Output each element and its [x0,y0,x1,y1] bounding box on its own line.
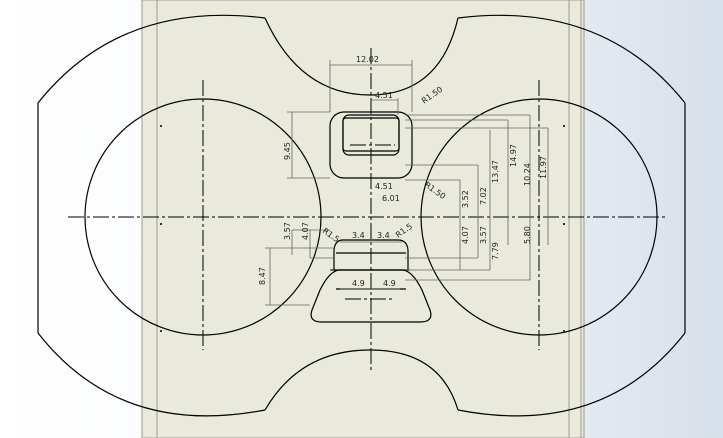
dim-mid-3-4-left: 3.4 [352,231,365,240]
dim-top-height-left: 9.45 [283,142,292,160]
dimension-lines [265,60,549,306]
dim-mid-3-4-right: 3.4 [377,231,390,240]
dim-v-7-02: 7.02 [479,187,488,205]
centerlines [68,48,668,372]
dim-right-7-79: 7.79 [491,242,500,260]
dim-bottom-4-9-right: 4.9 [383,279,396,288]
dim-left-8-47: 8.47 [258,267,267,285]
dim-right-3-57: 3.57 [479,226,488,244]
dim-top-width: 12.02 [356,55,379,64]
dim-top-slot-width: 4.51 [375,91,393,100]
dim-right-4-07: 4.07 [461,226,470,244]
dim-bottom-4-9-left: 4.9 [352,279,365,288]
dim-left-4-07: 4.07 [301,222,310,240]
dim-top-offset: 6.01 [382,194,400,203]
dim-right-5-80: 5.80 [523,226,532,244]
dim-v-14-97: 14.97 [509,144,518,167]
dim-v-11-97: 11.97 [539,156,548,179]
drawing-sheet [141,0,585,438]
sheet-markers [160,125,565,332]
dim-top-slot-width-bottom: 4.51 [375,182,393,191]
dim-v-13-47: 13.47 [491,160,500,183]
dim-left-3-57: 3.57 [283,222,292,240]
dim-v-10-24: 10.24 [523,163,532,186]
dim-v-3-52: 3.52 [461,190,470,208]
